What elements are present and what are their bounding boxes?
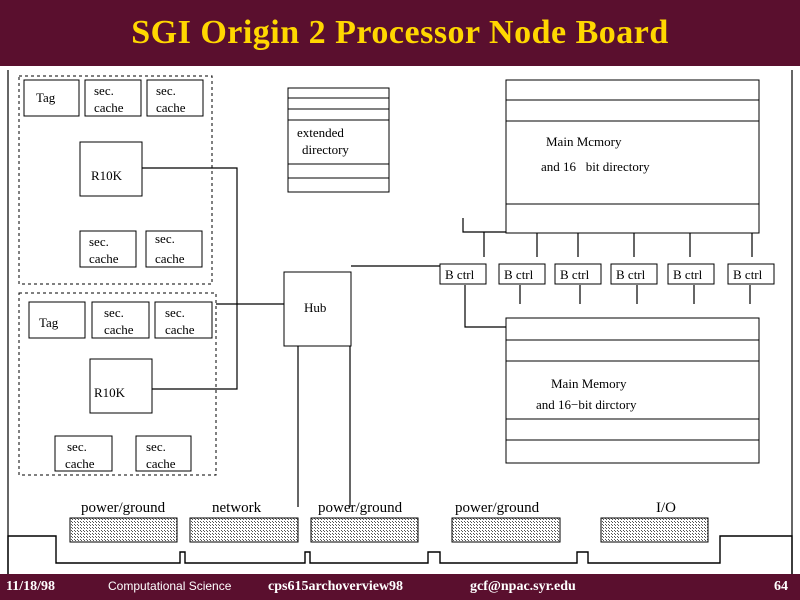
r10k-box-2 xyxy=(89,358,153,414)
hub-box xyxy=(283,271,352,347)
bus-label-network: network xyxy=(212,500,262,516)
r10k-label-2: R10K xyxy=(94,385,126,400)
sec-cache-box-1 xyxy=(84,79,142,117)
main-memory-top-box xyxy=(505,79,760,234)
connector-power-ground-2 xyxy=(310,517,419,543)
bus-label-power-ground-3: power/ground xyxy=(455,500,540,516)
extended-directory: extended directory xyxy=(287,87,390,193)
bctrl-label-6: B ctrl xyxy=(733,267,763,282)
bctrl-box-2 xyxy=(498,263,546,285)
processor-group-1-boundary xyxy=(18,75,213,285)
bctrl-label-2: B ctrl xyxy=(504,267,534,282)
node-board-diagram: Tag sec. cache sec. cache R10K sec. cach… xyxy=(7,70,793,574)
bctrl-box-4 xyxy=(610,263,658,285)
main-memory-bottom-box xyxy=(505,317,760,464)
tag-box-1 xyxy=(23,79,80,117)
hub-label: Hub xyxy=(304,300,326,315)
bctrl-label-3: B ctrl xyxy=(560,267,590,282)
bctrl-label-5: B ctrl xyxy=(673,267,703,282)
main-memory-bottom-label-a: Main Memory xyxy=(551,376,627,391)
main-memory-top-label-a: Main Mcmory xyxy=(546,134,622,149)
sec-cache-label-4a: sec. xyxy=(155,231,175,246)
sec-cache-label-6a: sec. xyxy=(165,305,185,320)
main-memory-top-label-b: and 16 bit directory xyxy=(541,159,650,174)
slide-footer: 11/18/98 Computational Science cps615arc… xyxy=(0,574,800,600)
sec-cache-box-2 xyxy=(146,79,204,117)
r10k-label-1: R10K xyxy=(91,168,123,183)
board-bottom-edge xyxy=(7,535,793,574)
tag-label-2: Tag xyxy=(39,315,59,330)
tag-label-1: Tag xyxy=(36,90,56,105)
connector-power-ground-3 xyxy=(451,517,561,543)
bus-label-io: I/O xyxy=(656,500,676,516)
bctrl-box-1 xyxy=(439,263,487,285)
sec-cache-label-8b: cache xyxy=(146,456,176,471)
footer-file: cps615archoverview98 xyxy=(268,579,404,594)
bctrl-box-6 xyxy=(727,263,775,285)
diagram-panel: Tag sec. cache sec. cache R10K sec. cach… xyxy=(0,66,800,574)
sec-cache-label-5b: cache xyxy=(104,322,134,337)
board-outline xyxy=(7,70,793,574)
sec-cache-box-4 xyxy=(145,230,203,268)
sec-cache-label-1a: sec. xyxy=(94,83,114,98)
extended-directory-box xyxy=(287,87,390,193)
sec-cache-label-8a: sec. xyxy=(146,439,166,454)
sec-cache-box-3 xyxy=(79,230,137,268)
tag-box-2 xyxy=(28,301,86,339)
slide-title: SGI Origin 2 Processor Node Board xyxy=(131,14,669,51)
main-memory-bottom: Main Memory and 16−bit dirctory xyxy=(505,317,760,464)
processor-group-2: Tag sec. cache sec. cache R10K sec. cach… xyxy=(18,292,217,476)
sec-cache-label-7b: cache xyxy=(65,456,95,471)
main-memory-top: Main Mcmory and 16 bit directory xyxy=(505,79,760,234)
processor-group-2-boundary xyxy=(18,292,217,476)
connector-io xyxy=(600,517,709,543)
sec-cache-label-5a: sec. xyxy=(104,305,124,320)
footer-email: gcf@npac.syr.edu xyxy=(470,579,576,594)
sec-cache-box-6 xyxy=(154,301,213,339)
extended-directory-label-b: directory xyxy=(302,142,349,157)
sec-cache-box-8 xyxy=(135,435,192,472)
sec-cache-label-7a: sec. xyxy=(67,439,87,454)
bus-label-power-ground-2: power/ground xyxy=(318,500,403,516)
bctrl-box-3 xyxy=(554,263,602,285)
footer-course: Computational Science xyxy=(108,579,232,593)
connector-network xyxy=(189,517,299,543)
r10k-box-1 xyxy=(79,141,143,197)
bctrl-label-1: B ctrl xyxy=(445,267,475,282)
processor-group-1: Tag sec. cache sec. cache R10K sec. cach… xyxy=(18,75,213,285)
sec-cache-box-5 xyxy=(91,301,150,339)
footer-page-number: 64 xyxy=(774,579,788,594)
bctrl-row: B ctrl B ctrl B ctrl B ctrl B ctrl B ctr… xyxy=(439,263,775,285)
connector-power-ground-1 xyxy=(69,517,178,543)
extended-directory-label-a: extended xyxy=(297,125,344,140)
bctrl-box-5 xyxy=(667,263,715,285)
bus-label-power-ground-1: power/ground xyxy=(81,500,166,516)
sec-cache-label-4b: cache xyxy=(155,251,185,266)
sec-cache-box-7 xyxy=(54,435,113,472)
edge-connectors xyxy=(69,517,709,543)
sec-cache-label-6b: cache xyxy=(165,322,195,337)
sec-cache-label-1b: cache xyxy=(94,100,124,115)
sec-cache-label-2a: sec. xyxy=(156,83,176,98)
sec-cache-label-2b: cache xyxy=(156,100,186,115)
bctrl-label-4: B ctrl xyxy=(616,267,646,282)
sec-cache-label-3a: sec. xyxy=(89,234,109,249)
sec-cache-label-3b: cache xyxy=(89,251,119,266)
footer-date: 11/18/98 xyxy=(6,579,56,594)
main-memory-bottom-label-b: and 16−bit dirctory xyxy=(536,397,637,412)
